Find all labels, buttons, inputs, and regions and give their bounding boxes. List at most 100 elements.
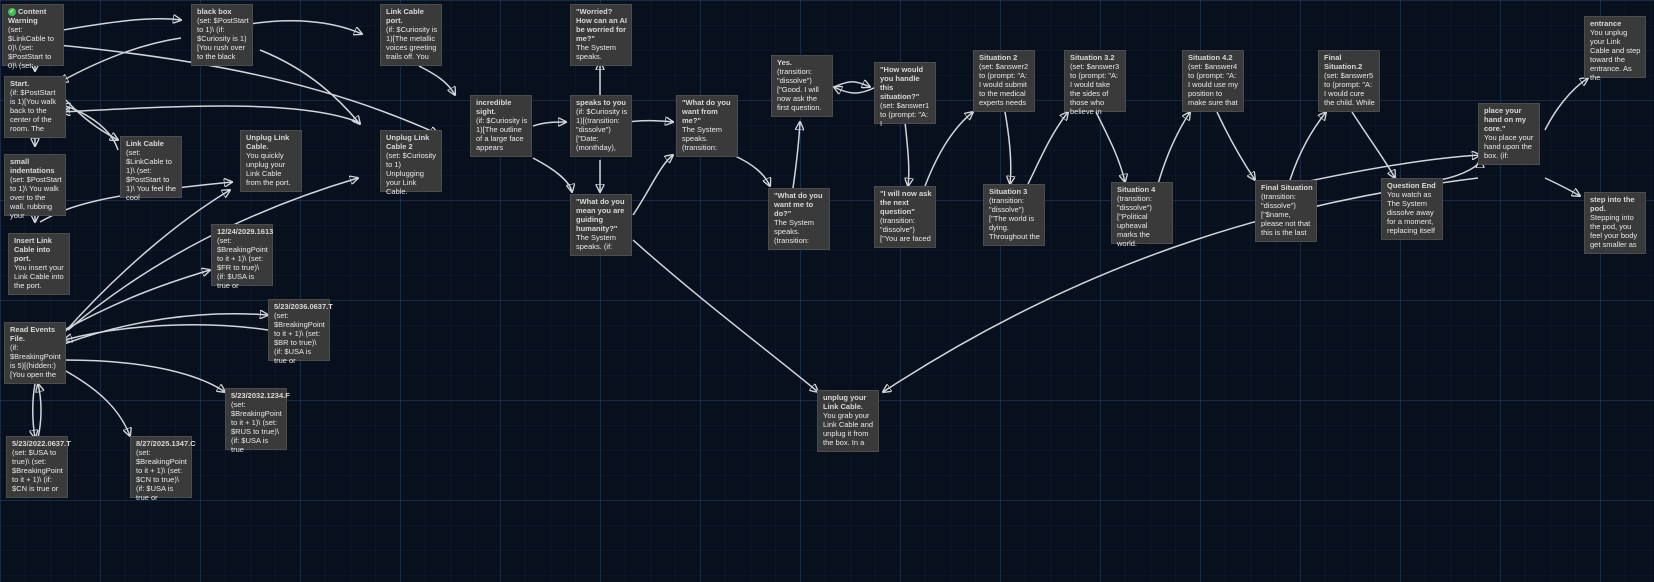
- passage-excerpt: (set: $BreakingPoint to it + 1)\ (set: $…: [231, 400, 282, 454]
- passage-final-situation[interactable]: Final Situation (transition: "dissolve")…: [1255, 180, 1317, 242]
- passage-title: Insert Link Cable into port.: [14, 236, 52, 263]
- passage-insert-link-cable[interactable]: Insert Link Cable into port. You insert …: [8, 233, 70, 295]
- link-arrow: [628, 121, 673, 123]
- passage-small-indentations[interactable]: small indentations (set: $PostStart to 1…: [4, 154, 66, 220]
- passage-excerpt: The System speaks. (transition:: [682, 125, 723, 152]
- passage-title: 5/23/2022.0637.T: [12, 439, 71, 448]
- passage-content-warning[interactable]: ✓Content Warning (set: $LinkCable to 0)\…: [2, 4, 64, 70]
- passage-excerpt: (if: $Curiosity is 1)[The metallic voice…: [386, 25, 438, 61]
- passage-start[interactable]: Start. (if: $PostStart is 1)[You walk ba…: [4, 76, 66, 138]
- passage-title: "What do you want me to do?": [774, 191, 823, 218]
- passage-excerpt: You place your hand upon the box. (if:: [1484, 133, 1534, 160]
- passage-event-8-27-2025[interactable]: 8/27/2025.1347.C (set: $BreakingPoint to…: [130, 436, 196, 502]
- link-arrow: [1544, 78, 1588, 131]
- passage-title: Situation 4: [1117, 185, 1156, 194]
- passage-how-would-you-handle[interactable]: "How would you handle this situation?" (…: [874, 62, 936, 128]
- passage-what-do-you-want-from-me[interactable]: "What do you want from me?" The System s…: [676, 95, 738, 157]
- passage-title: Situation 3: [989, 187, 1028, 196]
- passage-excerpt: (set: $PostStart to 1)\ (if: $Curiosity …: [197, 16, 249, 61]
- passage-step-into-pod[interactable]: step into the pod. Stepping into the pod…: [1584, 192, 1646, 254]
- passage-excerpt: (transition: "dissolve")["The world is d…: [989, 196, 1040, 241]
- passage-excerpt: (set: $answer3 to (prompt: "A: I would t…: [1070, 62, 1120, 116]
- passage-excerpt: Stepping into the pod, you feel your bod…: [1590, 213, 1638, 249]
- link-arrow: [1027, 112, 1068, 185]
- passage-title: small indentations: [10, 157, 55, 175]
- passage-title: Final Situation: [1261, 183, 1313, 192]
- passage-question-end[interactable]: Question End You watch as The System dis…: [1381, 178, 1443, 240]
- link-arrow: [1216, 111, 1255, 180]
- passage-speaks-to-you[interactable]: speaks to you (if: $Curiosity is 1)[(tra…: [570, 95, 632, 157]
- passage-situation-3[interactable]: Situation 3 (transition: "dissolve")["Th…: [983, 184, 1045, 246]
- passage-unplug-link-cable[interactable]: Unplug Link Cable. You quickly unplug yo…: [240, 130, 302, 192]
- link-arrow: [833, 82, 870, 87]
- passage-excerpt: (if: $Curiosity is 1)[The outline of a l…: [476, 116, 528, 152]
- link-arrow: [532, 157, 572, 192]
- passage-excerpt: (if: $Curiosity is 1)[(transition: "diss…: [576, 107, 628, 152]
- passage-title: Yes.: [777, 58, 793, 67]
- link-arrow: [1004, 111, 1011, 184]
- link-arrow: [1351, 111, 1395, 178]
- passage-title: Unplug Link Cable 2: [386, 133, 430, 151]
- passage-situation-4[interactable]: Situation 4 (transition: "dissolve")["Po…: [1111, 182, 1173, 248]
- passage-excerpt: You grab your Link Cable and unplug it f…: [823, 411, 874, 447]
- passage-excerpt: The System speaks. (if:: [576, 233, 617, 251]
- link-arrow: [632, 155, 673, 216]
- link-arrow: [249, 20, 362, 34]
- link-arrow: [63, 359, 225, 392]
- link-arrow: [1544, 177, 1580, 196]
- passage-title: Situation 3.2: [1070, 53, 1115, 62]
- passage-event-12-24-2029[interactable]: 12/24/2029.1613 (set: $BreakingPoint to …: [211, 224, 273, 290]
- passage-title: 5/23/2036.0637.T: [274, 302, 333, 311]
- passage-title: "I will now ask the next question": [880, 189, 932, 216]
- passage-title: Read Events File.: [10, 325, 56, 343]
- passage-entrance[interactable]: entrance You unplug your Link Cable and …: [1584, 16, 1646, 82]
- passage-link-cable[interactable]: Link Cable (set: $LinkCable to 1)\ (set:…: [120, 136, 182, 202]
- link-arrow: [56, 19, 181, 32]
- passage-excerpt: (set: $BreakingPoint to it + 1)\ (set: $…: [136, 448, 187, 502]
- passage-title: unplug your Link Cable.: [823, 393, 867, 411]
- passage-title: "Worried? How can an AI be worried for m…: [576, 7, 627, 43]
- link-arrow: [1289, 112, 1326, 181]
- passage-incredible-sight[interactable]: incredible sight. (if: $Curiosity is 1)[…: [470, 95, 532, 157]
- passage-place-your-hand[interactable]: place your hand on my core." You place y…: [1478, 103, 1540, 165]
- link-arrow: [1439, 160, 1480, 181]
- passage-title: "What do you want from me?": [682, 98, 731, 125]
- passage-unplug-link-cable-2[interactable]: Unplug Link Cable 2 (set: $Curiosity to …: [380, 130, 442, 196]
- link-arrow: [532, 122, 566, 127]
- link-arrow: [732, 154, 770, 186]
- link-arrow: [1157, 112, 1190, 185]
- passage-worried[interactable]: "Worried? How can an AI be worried for m…: [570, 4, 632, 66]
- passage-what-do-you-want-me-to-do[interactable]: "What do you want me to do?" The System …: [768, 188, 830, 250]
- passage-link-cable-port[interactable]: Link Cable port. (if: $Curiosity is 1)[T…: [380, 4, 442, 66]
- passage-event-5-23-2036[interactable]: 5/23/2036.0637.T (set: $BreakingPoint to…: [268, 299, 333, 365]
- passage-title: Start.: [10, 79, 30, 88]
- passage-title: Unplug Link Cable.: [246, 133, 290, 151]
- passage-title: place your hand on my core.": [1484, 106, 1527, 133]
- passage-event-5-23-2032[interactable]: 5/23/2032.1234.F (set: $BreakingPoint to…: [225, 388, 290, 454]
- passage-title: speaks to you: [576, 98, 627, 107]
- passage-excerpt: (if: $PostStart is 1)[You walk back to t…: [10, 88, 56, 133]
- passage-excerpt: (transition: "dissolve")["You are faced: [880, 216, 931, 243]
- passage-event-5-23-2022[interactable]: 5/23/2022.0637.T (set: $USA to true)\ (s…: [6, 436, 71, 498]
- link-arrow: [905, 121, 909, 186]
- passage-unplug-link-cable-lower[interactable]: unplug your Link Cable. You grab your Li…: [817, 390, 879, 452]
- passage-situation-3-2[interactable]: Situation 3.2 (set: $answer3 to (prompt:…: [1064, 50, 1126, 116]
- passage-excerpt: (set: $Curiosity to 1) Unplugging your L…: [386, 151, 437, 196]
- link-arrow: [259, 49, 360, 124]
- passage-title: 5/23/2032.1234.F: [231, 391, 290, 400]
- passage-yes[interactable]: Yes. (transition: "dissolve")["Good. I w…: [771, 55, 833, 117]
- link-arrow: [418, 65, 455, 95]
- passage-black-box[interactable]: black box (set: $PostStart to 1)\ (if: $…: [191, 4, 253, 66]
- link-arrow: [64, 324, 269, 340]
- passage-excerpt: (set: $BreakingPoint to it + 1)\ (set: $…: [217, 236, 268, 290]
- passage-situation-2[interactable]: Situation 2 (set: $answer2 to (prompt: "…: [973, 50, 1035, 112]
- passage-next-question[interactable]: "I will now ask the next question" (tran…: [874, 186, 936, 248]
- passage-title: Question End: [1387, 181, 1436, 190]
- passage-excerpt: You insert your Link Cable into the port…: [14, 263, 64, 290]
- passage-situation-4-2[interactable]: Situation 4.2 (set: $answer4 to (prompt:…: [1182, 50, 1244, 112]
- link-arrow: [1095, 111, 1125, 182]
- passage-final-situation-2[interactable]: Final Situation.2 (set: $answer5 to (pro…: [1318, 50, 1380, 112]
- passage-read-events-file[interactable]: Read Events File. (if: $BreakingPoint is…: [4, 322, 66, 384]
- passage-what-do-you-mean[interactable]: "What do you mean you are guiding humani…: [570, 194, 632, 256]
